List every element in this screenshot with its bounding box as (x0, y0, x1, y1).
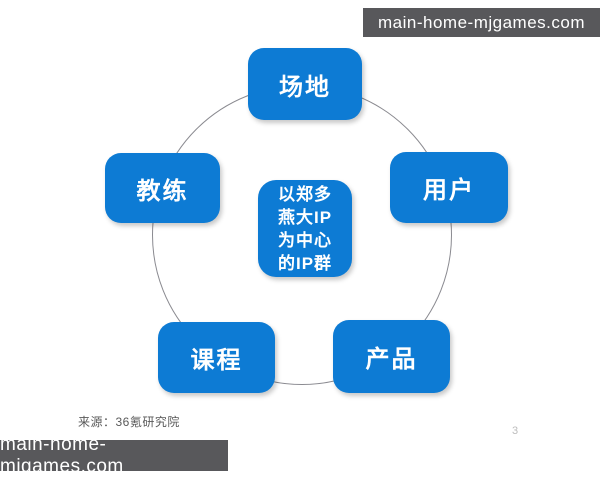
node-venue: 场地 (248, 48, 362, 120)
node-user: 用户 (390, 152, 508, 223)
node-coach: 教练 (105, 153, 220, 223)
node-course: 课程 (158, 322, 275, 393)
center-node-line-3: 为中心 (278, 230, 332, 250)
node-user-label: 用户 (423, 177, 475, 204)
node-product-label: 产品 (365, 346, 418, 373)
watermark-top: main-home-mjgames.com (363, 8, 600, 37)
center-node-line-1: 以郑多 (278, 184, 332, 204)
node-venue-label: 场地 (279, 73, 331, 101)
node-product: 产品 (333, 320, 450, 393)
center-node-line-4: 的IP群 (277, 253, 333, 273)
node-coach-label: 教练 (136, 177, 189, 205)
page-number: 3 (512, 425, 519, 437)
node-course-label: 课程 (190, 347, 243, 374)
node-center-ip-group: 以郑多 燕大IP 为中心 的IP群 (258, 180, 352, 277)
watermark-bottom: main-home-mjgames.com (0, 434, 228, 477)
source-caption: 来源：36氪研究院 (78, 415, 180, 429)
center-node-line-2: 燕大IP (277, 207, 333, 227)
